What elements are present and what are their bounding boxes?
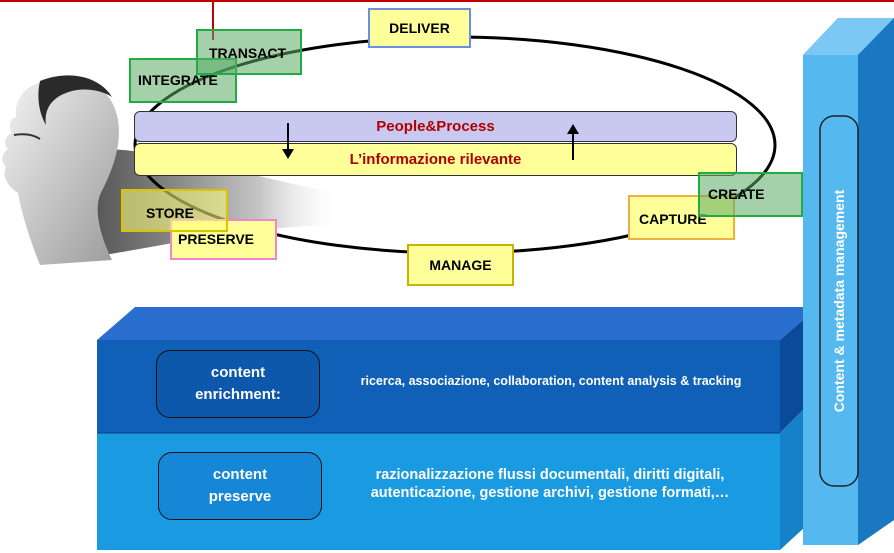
content-enrichment-description: ricerca, associazione, collaboration, co… xyxy=(360,374,742,388)
store-box xyxy=(121,189,228,232)
top-red-line xyxy=(0,0,894,2)
content-preserve-description: razionalizzazione flussi documentali, di… xyxy=(370,467,730,501)
manage-label: MANAGE xyxy=(429,257,492,273)
content-preserve-pill: content preserve xyxy=(158,452,322,520)
create-box xyxy=(698,172,803,217)
store-label: STORE xyxy=(146,205,194,221)
metadata-column-label: Content & metadata management xyxy=(831,189,847,413)
content-enrichment-title: content enrichment: xyxy=(195,364,281,403)
deliver-label: DELIVER xyxy=(389,20,450,36)
people-process-bar: People&Process xyxy=(134,111,737,142)
down-arrow-icon xyxy=(282,123,294,159)
connector-red-line xyxy=(212,0,214,40)
create-label: CREATE xyxy=(708,186,765,202)
up-arrow-icon xyxy=(567,124,579,160)
information-label: L’informazione rilevante xyxy=(349,151,522,168)
capture-label: CAPTURE xyxy=(639,211,707,227)
content-enrichment-pill: content enrichment: xyxy=(156,350,320,418)
people-process-label: People&Process xyxy=(376,118,495,135)
transact-label: TRANSACT xyxy=(209,45,286,61)
preserve-label: PRESERVE xyxy=(178,231,254,247)
transact-box xyxy=(196,29,302,75)
content-preserve-title: content preserve xyxy=(208,466,272,505)
integrate-label: INTEGRATE xyxy=(138,72,218,88)
manage-box: MANAGE xyxy=(407,244,514,286)
information-bar: L’informazione rilevante xyxy=(134,143,737,176)
deliver-box: DELIVER xyxy=(368,8,471,48)
